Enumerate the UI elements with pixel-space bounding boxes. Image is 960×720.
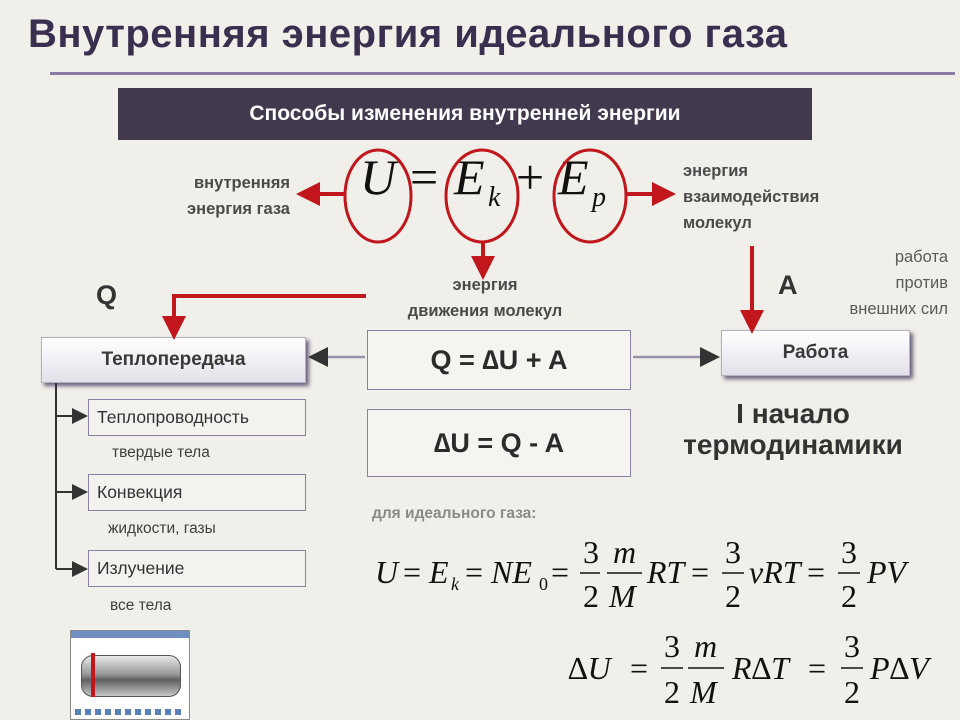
- law-title-line2: термодинамики: [683, 429, 903, 460]
- thumbnail-toolbar: [75, 709, 185, 715]
- fu-rt: RT: [647, 554, 685, 590]
- fdu-eq2: =: [808, 650, 827, 686]
- label-interaction-energy: энергия взаимодействия молекул: [683, 158, 819, 236]
- symbol-p: p: [592, 182, 606, 213]
- label-motion-energy: энергия движения молекул: [380, 272, 590, 324]
- fu-two1: 2: [583, 578, 599, 614]
- symbol-plus: +: [516, 149, 545, 205]
- fu-ek: E: [429, 554, 449, 590]
- fu-zero: 0: [539, 574, 548, 594]
- fu-nrt: νRT: [749, 554, 801, 590]
- fu-three3: 3: [841, 534, 857, 570]
- fdu-eq1: =: [630, 650, 649, 686]
- fu-two2: 2: [725, 578, 741, 614]
- fu-eq1: =: [403, 554, 422, 590]
- symbol-k: k: [488, 182, 501, 213]
- symbol-ep: E: [558, 149, 589, 205]
- symbol-u: U: [360, 149, 397, 205]
- label-interaction-line1: энергия: [683, 162, 748, 180]
- fu-three2: 3: [725, 534, 741, 570]
- fdu-two2: 2: [844, 674, 860, 710]
- label-internal-line1: внутренняя: [193, 174, 290, 192]
- label-a: A: [778, 270, 798, 300]
- fdu-three1: 3: [664, 628, 680, 664]
- law-title: I начало термодинамики: [640, 398, 946, 460]
- fu-k: k: [451, 574, 459, 594]
- formula-internal-energy-change: ∆U = 3 2 m M R∆T = 3 2 P∆V: [568, 624, 948, 716]
- fdu-m: m: [694, 628, 718, 664]
- page-title: Внутренняя энергия идеального газа: [28, 12, 788, 56]
- label-internal-line2: энергия газа: [187, 200, 290, 218]
- law-title-line1: I начало: [736, 398, 850, 429]
- fu-pv: PV: [867, 554, 907, 590]
- fu-eq5: =: [807, 554, 826, 590]
- fdu-mm: M: [690, 674, 717, 710]
- subtitle-banner: Способы изменения внутренней энергии: [118, 88, 812, 140]
- fu-eq2: =: [465, 554, 484, 590]
- fraction-bars: [580, 572, 863, 669]
- label-q: Q: [96, 280, 118, 310]
- fu-three1: 3: [583, 534, 599, 570]
- kind-conduction: Теплопроводность: [88, 399, 306, 436]
- fdu-three2: 3: [844, 628, 860, 664]
- arrow-q-to-heat-transfer: [162, 294, 366, 340]
- ellipse-ep: [552, 148, 628, 244]
- ideal-gas-label: для идеального газа:: [372, 505, 537, 522]
- fu-eq4: =: [691, 554, 710, 590]
- ellipse-u: [343, 148, 413, 244]
- fu-mm: M: [609, 578, 636, 614]
- ellipse-ek: [444, 148, 520, 244]
- label-work-line1: работа: [894, 248, 948, 266]
- kind-convection: Конвекция: [88, 474, 306, 511]
- label-work-line2: против: [895, 274, 948, 292]
- fdu-du: ∆U: [568, 650, 611, 686]
- simulation-thumbnail: [70, 630, 190, 720]
- fdu-rdt: R∆T: [732, 650, 789, 686]
- thumbnail-cylinder: [81, 655, 181, 697]
- label-motion-line2: движения молекул: [407, 302, 563, 320]
- label-internal-energy: внутренняя энергия газа: [158, 170, 290, 222]
- kind-radiation: Излучение: [88, 550, 306, 587]
- fu-m: m: [613, 534, 637, 570]
- fu-u: U: [375, 554, 399, 590]
- label-interaction-line3: молекул: [683, 214, 752, 232]
- label-work-line3: внешних сил: [849, 300, 948, 318]
- kind-conduction-note: твердые тела: [112, 444, 210, 461]
- label-work-against: работа против внешних сил: [800, 244, 948, 322]
- title-divider: [50, 72, 955, 75]
- equation-internal-energy-change: ∆U = Q - A: [367, 409, 631, 477]
- thumbnail-piston: [91, 653, 95, 697]
- symbol-eq: =: [410, 149, 439, 205]
- fdu-pdv: P∆V: [870, 650, 929, 686]
- label-motion-line1: энергия: [452, 276, 518, 294]
- formula-internal-energy: U = E k = NE 0 = 3 2 m M RT = 3 2 νRT = …: [375, 530, 945, 620]
- label-interaction-line2: взаимодействия: [683, 188, 820, 206]
- fu-two3: 2: [841, 578, 857, 614]
- thumbnail-titlebar: [71, 631, 189, 638]
- fdu-two1: 2: [664, 674, 680, 710]
- kind-convection-note: жидкости, газы: [108, 520, 216, 537]
- equation-first-law: Q = ∆U + A: [367, 330, 631, 390]
- fu-eq3: =: [551, 554, 570, 590]
- work-box: Работа: [721, 330, 910, 376]
- fu-ne: NE: [491, 554, 532, 590]
- kind-radiation-note: все тела: [110, 597, 172, 614]
